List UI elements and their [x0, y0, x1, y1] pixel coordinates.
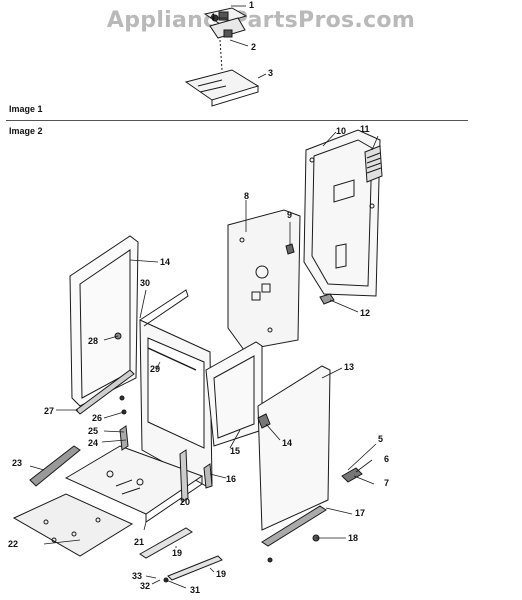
back-panel: [303, 129, 381, 297]
callout-7: 7: [384, 478, 389, 488]
callout-30: 30: [140, 278, 150, 288]
callout-6: 6: [384, 454, 389, 464]
section-divider: [6, 120, 468, 121]
rail-24: [119, 425, 129, 451]
callout-31: 31: [190, 585, 200, 595]
watermark: AppliancePartsPros.com: [106, 8, 416, 33]
callout-29: 29: [150, 364, 160, 374]
right-side-panel: [257, 365, 331, 531]
callout-13: 13: [344, 362, 354, 372]
rail-19-a: [139, 527, 193, 559]
callout-2: 2: [251, 42, 256, 52]
callout-22: 22: [8, 539, 18, 549]
callout-15: 15: [230, 446, 240, 456]
vent-cover: [364, 145, 383, 183]
callout-32: 32: [140, 581, 150, 591]
bottom-panel: [64, 445, 204, 523]
rail-27: [75, 369, 135, 415]
side-frame-upper: [69, 235, 139, 407]
callout-24: 24: [88, 438, 98, 448]
callout-14-lower: 14: [282, 438, 292, 448]
callout-27: 27: [44, 406, 54, 416]
side-panel: [205, 341, 263, 447]
callout-3: 3: [268, 68, 273, 78]
callout-14: 14: [160, 257, 170, 267]
rail-20: [179, 449, 189, 503]
callout-11: 11: [360, 124, 370, 134]
section-label-image2: Image 2: [9, 126, 43, 136]
callout-20: 20: [180, 497, 190, 507]
callout-9: 9: [287, 210, 292, 220]
rail-17: [261, 505, 327, 547]
rail-19-b: [167, 555, 223, 581]
base-plate: [12, 493, 134, 557]
inner-back-panel: [227, 209, 301, 351]
callout-21: 21: [134, 537, 144, 547]
front-frame: [139, 289, 213, 487]
callout-28: 28: [88, 336, 98, 346]
callout-19b: 19: [216, 569, 226, 579]
callout-26: 26: [92, 413, 102, 423]
callout-33: 33: [132, 571, 142, 581]
clip: [319, 293, 335, 305]
callout-23: 23: [12, 458, 22, 468]
callout-5: 5: [378, 434, 383, 444]
callout-19a: 19: [172, 548, 182, 558]
section-label-image1: Image 1: [9, 104, 43, 114]
callout-16: 16: [226, 474, 236, 484]
rail-23: [29, 445, 81, 487]
top-rail: [147, 347, 197, 371]
leader-lines: [29, 5, 379, 589]
side-rail: [203, 463, 213, 489]
callout-25: 25: [88, 426, 98, 436]
callout-labels: 1 2 3 4 5 6 7 8 9 10 11 12 13 14 15 16 1…: [8, 0, 389, 595]
callout-12: 12: [360, 308, 370, 318]
callout-1: 1: [249, 0, 254, 10]
callout-10: 10: [336, 126, 346, 136]
callout-8: 8: [244, 191, 249, 201]
callout-18: 18: [348, 533, 358, 543]
control-assembly: [184, 7, 260, 107]
callout-4: 4: [210, 12, 215, 22]
bracket-lower: [257, 413, 271, 429]
callout-17: 17: [355, 508, 365, 518]
